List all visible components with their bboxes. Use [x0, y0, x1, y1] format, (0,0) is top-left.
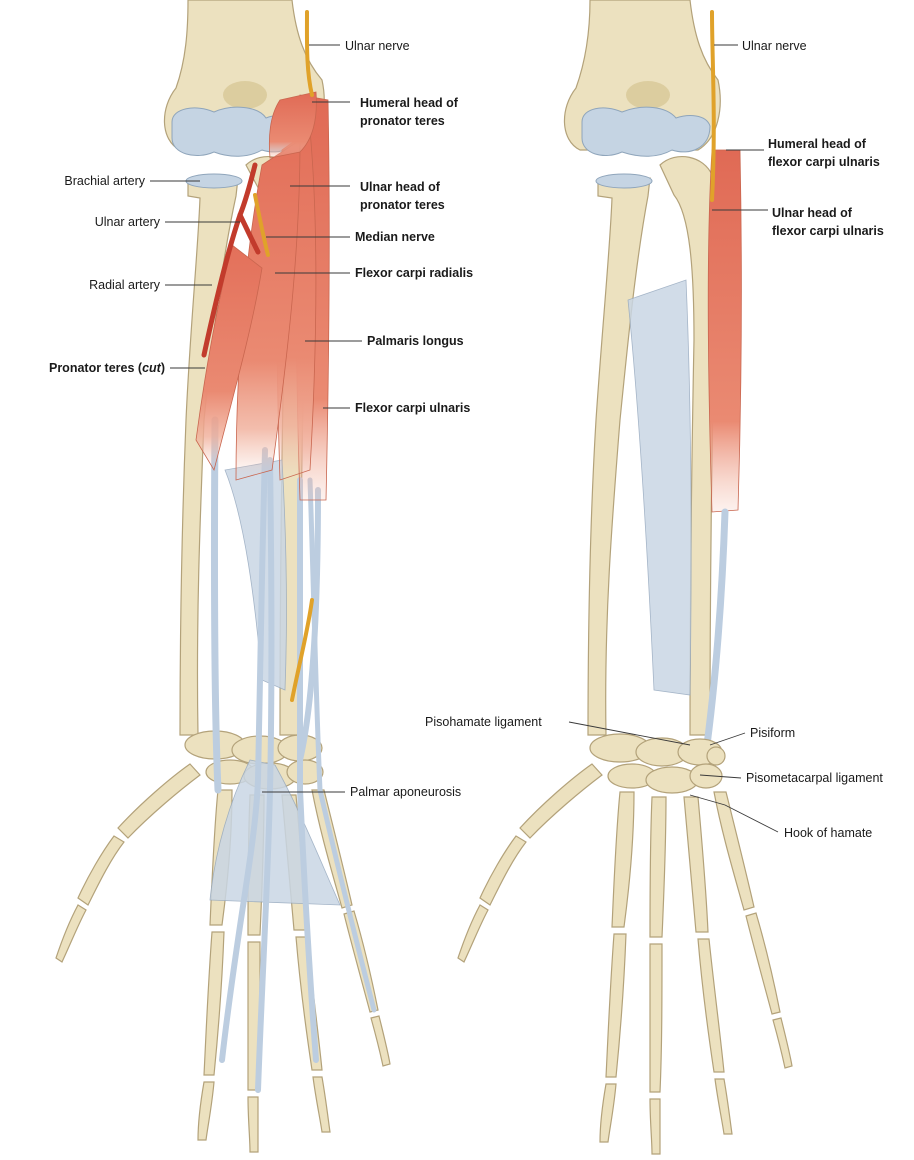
- label-humeral-head-pt-line1: Humeral head of: [360, 96, 459, 110]
- label-radial-artery: Radial artery: [89, 278, 161, 292]
- label-ulnar-head-pt-line2: pronator teres: [360, 198, 445, 212]
- label-humeral-head-fcu: Humeral head of flexor carpi ulnaris: [768, 137, 880, 169]
- label-pronator-teres-cut: Pronator teres (cut): [49, 361, 165, 375]
- label-pronator-teres-cut-c: ): [161, 361, 165, 375]
- label-ulnar-head-pt-line1: Ulnar head of: [360, 180, 441, 194]
- leader-lines: [150, 44, 779, 833]
- label-pisiform: Pisiform: [750, 726, 795, 740]
- pronator-teres-muscle-a: [195, 244, 263, 472]
- thumb-b: [457, 763, 603, 963]
- humerus-fossa-a: [223, 81, 267, 109]
- label-pronator-teres-cut-a: Pronator teres (: [49, 361, 143, 375]
- fingers-b: [599, 791, 793, 1155]
- label-ulnar-nerve-a: Ulnar nerve: [345, 39, 410, 53]
- label-median-nerve: Median nerve: [355, 230, 435, 244]
- label-humeral-head-pt-line2: pronator teres: [360, 114, 445, 128]
- label-flexor-carpi-ulnaris-a: Flexor carpi ulnaris: [355, 401, 470, 415]
- flexor-muscles-a: [195, 91, 330, 501]
- carpals-b: [589, 733, 726, 794]
- fcu-tendon-b: [701, 508, 729, 764]
- label-ulnar-head-fcu-line2: flexor carpi ulnaris: [772, 224, 884, 238]
- label-hook-of-hamate: Hook of hamate: [784, 826, 872, 840]
- ulnar-nerve-b: [710, 10, 716, 202]
- label-flexor-carpi-radialis: Flexor carpi radialis: [355, 266, 473, 280]
- label-pronator-teres-cut-b: cut: [142, 361, 162, 375]
- label-humeral-head-pronator-teres: Humeral head of pronator teres: [360, 96, 461, 128]
- ulnar-nerve-a: [304, 10, 314, 97]
- label-pisohamate-ligament: Pisohamate ligament: [425, 715, 542, 729]
- label-ulnar-nerve-b: Ulnar nerve: [742, 39, 807, 53]
- interosseous-membrane-a: [224, 459, 287, 691]
- trochlea-b: [581, 106, 711, 157]
- panel-b: [457, 0, 793, 1155]
- label-ulnar-artery: Ulnar artery: [95, 215, 161, 229]
- label-palmaris-longus: Palmaris longus: [367, 334, 464, 348]
- palmar-aponeurosis-sheet: [209, 759, 341, 906]
- labels-panel-a: Ulnar nerve Humeral head of pronator ter…: [49, 39, 473, 799]
- radial-head-b: [595, 173, 653, 189]
- humeral-head-pronator-teres-a: [268, 91, 317, 159]
- label-palmar-aponeurosis: Palmar aponeurosis: [350, 785, 461, 799]
- flexor-carpi-ulnaris-muscle-b: [707, 149, 742, 513]
- label-ulnar-head-pronator-teres: Ulnar head of pronator teres: [360, 180, 445, 212]
- brachial-artery-a: [237, 162, 258, 218]
- label-humeral-head-fcu-line2: flexor carpi ulnaris: [768, 155, 880, 169]
- median-nerve-distal-a: [290, 598, 314, 702]
- humerus-fossa-b: [626, 81, 670, 109]
- radial-artery-a: [201, 212, 243, 358]
- interosseous-membrane-b: [627, 279, 692, 696]
- label-humeral-head-fcu-line1: Humeral head of: [768, 137, 867, 151]
- label-pisometacarpal-ligament: Pisometacarpal ligament: [746, 771, 883, 785]
- label-ulnar-head-fcu: Ulnar head of flexor carpi ulnaris: [772, 206, 884, 238]
- labels-panel-b: Ulnar nerve Humeral head of flexor carpi…: [425, 39, 884, 840]
- flexor-tendons-a: [210, 416, 377, 1093]
- pisiform-bone: [706, 746, 726, 766]
- panel-a: [55, 0, 391, 1153]
- label-brachial-artery: Brachial artery: [64, 174, 145, 188]
- median-nerve-a: [253, 193, 270, 257]
- label-ulnar-head-fcu-line1: Ulnar head of: [772, 206, 853, 220]
- thumb-a: [55, 763, 201, 963]
